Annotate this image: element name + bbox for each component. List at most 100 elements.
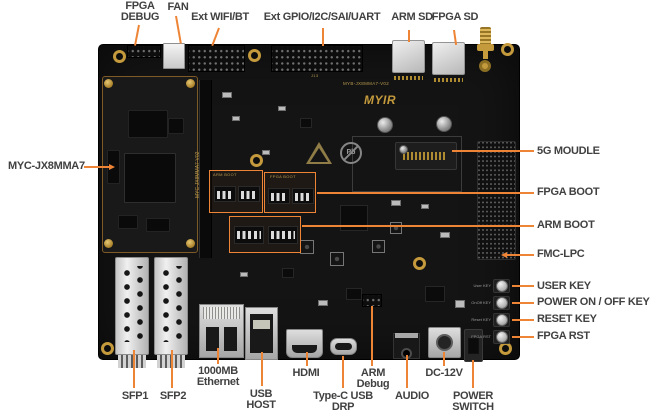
- smd-component: [391, 200, 401, 206]
- callout-fmc-lpc: FMC-LPC: [537, 248, 585, 260]
- chip: [340, 205, 368, 231]
- leader-line: [306, 352, 308, 366]
- fpga-boot-silkscreen: FPGA BOOT: [270, 174, 296, 179]
- key-silkscreen: FPGA RST: [471, 334, 491, 339]
- callout-sfp2: SFP2: [159, 390, 187, 402]
- inductor: [330, 252, 344, 266]
- callout-power-switch: POWER SWITCH: [452, 390, 494, 413]
- leader-line: [175, 15, 182, 44]
- smd-component: [278, 106, 286, 111]
- inductor: [372, 240, 385, 253]
- callout-reset-key: RESET KEY: [537, 313, 597, 325]
- leader-line: [84, 166, 109, 168]
- callout-arm-sd: ARM SD: [391, 11, 433, 23]
- som-screw: [186, 239, 195, 248]
- mounting-hole: [113, 50, 126, 63]
- myir-logo: MYIR: [364, 93, 396, 107]
- leader-line: [443, 352, 445, 366]
- hdmi-port: [286, 329, 323, 358]
- sfp1-fingers: [118, 355, 146, 368]
- mounting-hole: [501, 43, 514, 56]
- board-model-silkscreen: MYB-JX8MMA7-V02: [343, 81, 390, 86]
- soc-chip: [124, 153, 176, 203]
- inductor: [390, 222, 402, 234]
- callout-power-on-off-key: POWER ON / OFF KEY: [537, 296, 650, 308]
- leader-line: [452, 150, 534, 152]
- dip-switch: [238, 186, 260, 202]
- callout-usb-host: USB HOST: [246, 388, 276, 411]
- callout-sfp1: SFP1: [121, 390, 149, 402]
- sfp-vents: [159, 266, 185, 342]
- som-screw: [104, 79, 113, 88]
- leader-line: [317, 192, 534, 194]
- sd-pads: [394, 76, 423, 80]
- leader-line: [302, 225, 534, 227]
- mounting-hole: [248, 49, 261, 62]
- j13-silkscreen: J13: [311, 73, 319, 78]
- mounting-hole: [250, 154, 263, 167]
- memory-chip: [128, 110, 168, 138]
- callout-type-c: Type-C USB DRP: [313, 390, 373, 413]
- arm-debug-header: [362, 294, 382, 307]
- callout-som: MYC-JX8MMA7: [8, 160, 85, 172]
- callout-ext-gpio: Ext GPIO/I2C/SAI/UART: [263, 11, 381, 23]
- smd-component: [240, 272, 248, 277]
- chip: [282, 268, 294, 278]
- leader-line: [371, 306, 373, 366]
- leader-line: [342, 356, 344, 388]
- leader-line: [406, 355, 408, 388]
- inductor: [300, 240, 314, 254]
- callout-fpga-debug: FPGA DEBUG: [120, 0, 160, 23]
- reset-key-button: [496, 314, 508, 326]
- pb-free-icon: Pb: [340, 142, 362, 164]
- dip-switch: [268, 226, 298, 244]
- leader-line: [512, 336, 534, 338]
- audio-jack-shield: [395, 333, 418, 338]
- leader-line: [512, 302, 534, 304]
- fan-connector: [163, 43, 185, 69]
- chip: [346, 288, 362, 300]
- wifi-bt-header: [188, 45, 245, 72]
- antenna-pad: [479, 60, 491, 72]
- sfp-vents: [120, 266, 146, 342]
- dip-switch: [268, 188, 290, 204]
- leader-line: [322, 28, 324, 46]
- sd-pads: [434, 78, 463, 82]
- leader-line: [507, 254, 534, 256]
- callout-dc-12v: DC-12V: [425, 367, 463, 379]
- callout-fpga-boot: FPGA BOOT: [537, 186, 600, 198]
- leader-line: [472, 360, 474, 388]
- key-silkscreen: Reset KEY: [471, 317, 491, 322]
- fpga-rst-button: [496, 331, 508, 343]
- ethernet-sticker: [203, 307, 240, 319]
- leader-line: [408, 30, 410, 42]
- callout-ethernet: 1000MB Ethernet: [196, 365, 240, 388]
- chip: [168, 118, 184, 134]
- som-screw: [104, 239, 113, 248]
- fpga-debug-header: [127, 45, 161, 58]
- smd-component: [262, 150, 270, 155]
- smd-component: [440, 232, 450, 238]
- m2-silk-outline: [352, 136, 462, 192]
- m2-5g-slot: [395, 142, 457, 170]
- mounting-hole: [101, 342, 114, 355]
- callout-5g-module: 5G MOUDLE: [537, 145, 600, 157]
- dip-switch: [214, 186, 236, 202]
- leader-line: [512, 285, 534, 287]
- ethernet-slot: [206, 327, 219, 351]
- leader-line: [133, 350, 135, 388]
- callout-hdmi: HDMI: [292, 367, 320, 379]
- dip-switch: [292, 188, 314, 204]
- leader-line: [134, 24, 140, 46]
- fpga-sd-slot: [432, 42, 465, 75]
- smd-component: [455, 300, 465, 308]
- smd-component: [222, 92, 232, 98]
- arm-boot-silkscreen: ARM BOOT: [213, 172, 237, 177]
- key-silkscreen: OnOff KEY: [471, 300, 491, 305]
- dc-jack-barrel: [436, 334, 453, 351]
- smd-component: [318, 300, 328, 306]
- smd-component: [421, 204, 429, 209]
- power-key-button: [496, 297, 508, 309]
- user-key-button: [496, 280, 508, 292]
